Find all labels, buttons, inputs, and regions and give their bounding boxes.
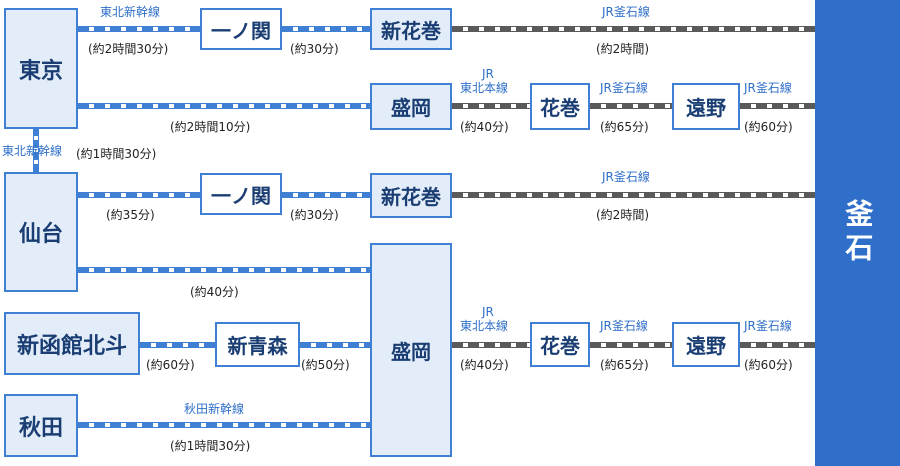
- duration-hakodate-shinaomori: (約60分): [146, 358, 195, 372]
- rail-shinaomori-morioka: [300, 342, 370, 348]
- duration-hanamaki-tono: (約65分): [600, 120, 649, 134]
- station-shinaomori: 新青森: [215, 322, 300, 367]
- line-label-jr-kamaishi-6: JR釜石線: [744, 319, 792, 333]
- rail-shinhanamaki-kamaishi-2: [452, 192, 815, 198]
- station-tono: 遠野: [672, 83, 740, 130]
- line-label-jr-kamaishi-4: JR釜石線: [602, 170, 650, 184]
- station-tono-2: 遠野: [672, 322, 740, 367]
- station-sendai: 仙台: [4, 172, 78, 292]
- duration-shinhanamaki-kamaishi: (約2時間): [596, 42, 649, 56]
- rail-akita-morioka: [78, 422, 370, 428]
- duration-tokyo-ichinoseki: (約2時間30分): [88, 42, 169, 56]
- rail-sendai-morioka: [78, 267, 370, 273]
- line-label-jr-2: JR: [482, 305, 494, 319]
- line-label-jr-kamaishi-1: JR釜石線: [602, 5, 650, 19]
- kamaishi-label: 釜石: [841, 199, 875, 267]
- rail-morioka-hanamaki: [452, 103, 530, 109]
- duration-tokyo-morioka: (約2時間10分): [170, 120, 251, 134]
- duration-shinaomori-morioka: (約50分): [301, 358, 350, 372]
- duration-morioka-hanamaki: (約40分): [460, 120, 509, 134]
- line-label-tohoku-honsen-1: 東北本線: [460, 81, 509, 95]
- duration-akita-morioka: (約1時間30分): [170, 439, 251, 453]
- duration-ichinoseki-shinhanamaki: (約30分): [290, 42, 339, 56]
- duration-sendai-morioka: (約40分): [190, 285, 239, 299]
- station-shinhakodate-hokuto: 新函館北斗: [4, 312, 140, 375]
- station-hanamaki-2: 花巻: [530, 322, 590, 367]
- duration-tono-kamaishi: (約60分): [744, 120, 793, 134]
- rail-sendai-ichinoseki: [78, 192, 200, 198]
- rail-tono-kamaishi-2: [740, 342, 815, 348]
- line-label-jr-kamaishi-5: JR釜石線: [600, 319, 648, 333]
- station-ichinoseki: 一ノ関: [200, 8, 282, 50]
- station-hanamaki: 花巻: [530, 83, 590, 130]
- duration-ichinoseki-shinhanamaki-2: (約30分): [290, 208, 339, 222]
- station-tokyo: 東京: [4, 8, 78, 129]
- rail-morioka-hanamaki-2: [452, 342, 530, 348]
- rail-hakodate-shinaomori: [140, 342, 215, 348]
- rail-tokyo-sendai: [33, 128, 39, 173]
- station-shinhanamaki-2: 新花巻: [370, 173, 452, 218]
- station-morioka: 盛岡: [370, 83, 452, 130]
- station-kamaishi: 釜石: [815, 0, 900, 466]
- duration-morioka-hanamaki-2: (約40分): [460, 358, 509, 372]
- line-label-tohoku-shinkansen-2: 東北新幹線: [2, 144, 63, 158]
- duration-shinhanamaki-kamaishi-2: (約2時間): [596, 208, 649, 222]
- rail-hanamaki-tono-2: [590, 342, 672, 348]
- line-label-jr-kamaishi-3: JR釜石線: [744, 81, 792, 95]
- duration-hanamaki-tono-2: (約65分): [600, 358, 649, 372]
- station-ichinoseki-2: 一ノ関: [200, 173, 282, 215]
- station-akita: 秋田: [4, 394, 78, 457]
- line-label-jr-1: JR: [482, 67, 494, 81]
- rail-ichinoseki-shinhanamaki-2: [282, 192, 370, 198]
- rail-tono-kamaishi: [740, 103, 815, 109]
- rail-shinhanamaki-kamaishi: [452, 26, 815, 32]
- line-label-akita-shinkansen: 秋田新幹線: [184, 402, 245, 416]
- duration-tono-kamaishi-2: (約60分): [744, 358, 793, 372]
- rail-tokyo-morioka: [78, 103, 370, 109]
- rail-ichinoseki-shinhanamaki: [282, 26, 370, 32]
- line-label-tohoku-honsen-2: 東北本線: [460, 319, 509, 333]
- line-label-tohoku-shinkansen: 東北新幹線: [100, 5, 161, 19]
- station-shinhanamaki: 新花巻: [370, 8, 452, 50]
- rail-tokyo-ichinoseki: [78, 26, 200, 32]
- duration-tokyo-sendai: (約1時間30分): [76, 147, 157, 161]
- duration-sendai-ichinoseki: (約35分): [106, 208, 155, 222]
- station-morioka-2: 盛岡: [370, 243, 452, 457]
- line-label-jr-kamaishi-2: JR釜石線: [600, 81, 648, 95]
- rail-hanamaki-tono: [590, 103, 672, 109]
